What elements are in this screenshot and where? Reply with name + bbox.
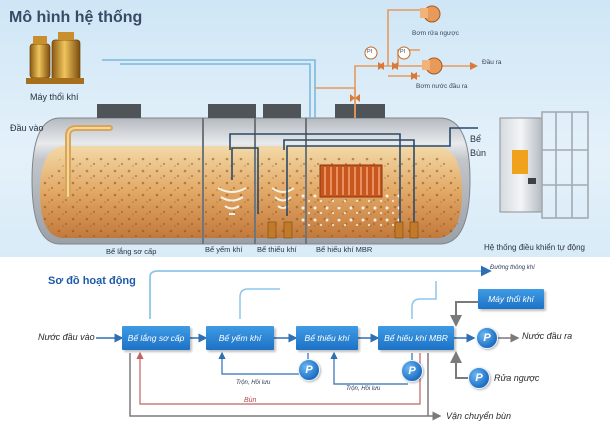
tank: [31, 104, 471, 245]
outlet-pump-icon: P: [476, 327, 498, 349]
control-cabinet-icon: [499, 111, 589, 219]
outlet-label: Đầu ra: [482, 59, 502, 66]
pressure-gauge-label: PI: [400, 49, 406, 55]
pressure-gauge: [364, 46, 411, 60]
compartment-label-mbr: Bể hiếu khí MBR: [316, 245, 373, 254]
outlet-pipes: [354, 9, 470, 118]
backwash-label: Rửa ngược: [494, 373, 540, 383]
flow-box-anaerobic: Bể yếm khí: [206, 326, 274, 350]
recycle-pump-icon-mbr: P: [401, 360, 423, 382]
sludge-tank-label-line2: Bùn: [470, 148, 487, 158]
system-model-title: Mô hình hệ thống: [9, 9, 143, 26]
control-system-label: Hệ thống điều khiển tự động: [484, 243, 585, 252]
flow-box-anoxic: Bể thiếu khí: [296, 326, 358, 350]
system-model-illustration: [26, 5, 589, 245]
flow-box-primary: Bể lắng sơ cấp: [122, 326, 190, 350]
valve-icon: [350, 62, 417, 102]
sludge-tank-label-line1: Bể: [470, 134, 482, 144]
recycle-pump-icon-anoxic: P: [298, 359, 320, 381]
outlet-pump-label: Bơm nước đầu ra: [416, 83, 468, 90]
compartment-label-anaerobic: Bể yếm khí: [205, 245, 243, 254]
backwash-pump-icon: [420, 5, 441, 23]
air-line-label: Đường thông khí: [490, 265, 535, 271]
sludge-transport-label: Vận chuyển bùn: [446, 411, 512, 421]
internal-pipes: [102, 59, 478, 222]
compartment-label-primary: Bể lắng sơ cấp: [106, 247, 157, 256]
recycle-label-anoxic: Trộn, Hồi lưu: [236, 380, 271, 386]
recycle-label-mbr: Trộn, Hồi lưu: [346, 386, 381, 392]
flow-box-blower: Máy thổi khí: [478, 289, 544, 309]
air-blower-icon: [26, 32, 84, 84]
outlet-pump-icon: [422, 57, 443, 75]
outlet-arrow: [470, 62, 478, 70]
sludge-label: Bùn: [244, 397, 257, 404]
flow-box-mbr: Bể hiếu khí MBR: [378, 326, 454, 350]
inlet-label: Đầu vào: [10, 123, 44, 133]
blower-label: Máy thổi khí: [30, 92, 79, 102]
backwash-pump-label: Bơm rửa ngược: [412, 30, 459, 37]
flow-diagram-title: Sơ đồ hoạt động: [48, 275, 136, 287]
compartment-label-anoxic: Bể thiếu khí: [257, 245, 297, 254]
pressure-gauge-label: PI: [367, 49, 373, 55]
outlet-water-label: Nước đầu ra: [522, 331, 573, 341]
backwash-pump-icon: P: [468, 367, 490, 389]
inlet-water-label: Nước đầu vào: [38, 332, 95, 342]
